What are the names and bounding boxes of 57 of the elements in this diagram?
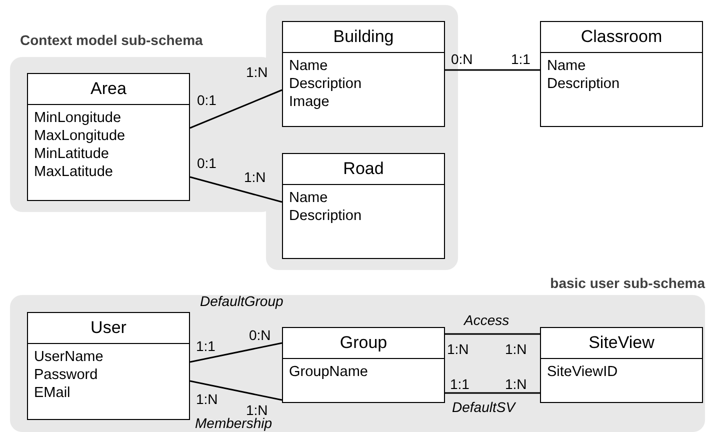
entity-name: Road [343,159,384,179]
entity-box [27,312,190,420]
cardinality-label: 0:N [249,327,271,343]
entity-name: Building [333,27,394,47]
attribute-name: SiteViewID [547,363,618,381]
cardinality-label: 1:N [505,341,527,357]
cardinality-label: 0:N [451,51,473,67]
attribute-name: Name [289,189,328,207]
relationship-label: Access [464,312,510,328]
entity-name: Area [90,79,126,99]
entity-box [282,21,445,127]
relationship-label: DefaultSV [452,399,516,415]
entity-box [27,73,190,201]
cardinality-label: 1:N [505,376,527,392]
cardinality-label: 1:N [246,402,268,418]
attribute-name: GroupName [289,363,368,381]
attribute-name: MaxLongitude [34,127,126,145]
attribute-name: UserName [34,348,104,366]
cardinality-label: 1:1 [196,338,216,354]
attribute-name: Name [547,57,586,75]
entity-name: Classroom [580,27,662,47]
schema-title: Context model sub-schema [20,32,203,48]
relationship-line [445,69,540,71]
attribute-name: Description [547,75,620,93]
schema-title: basic user sub-schema [550,275,705,291]
cardinality-label: 0:1 [197,92,216,108]
attribute-name: MinLongitude [34,109,122,127]
cardinality-label: 0:1 [197,155,216,171]
relationship-line [190,89,282,129]
entity-name: SiteView [588,333,654,353]
attribute-name: Image [289,93,330,111]
attribute-name: MinLatitude [34,145,109,163]
attribute-name: MaxLatitude [34,163,113,181]
relationship-line [445,333,540,335]
cardinality-label: 1:N [246,64,268,80]
attribute-name: Description [289,207,362,225]
entity-box [282,327,445,403]
attribute-name: Description [289,75,362,93]
cardinality-label: 1:1 [511,51,530,67]
cardinality-label: 1:1 [450,376,470,392]
relationship-line [190,176,282,203]
relationship-line [190,380,282,401]
entity-box [282,153,445,259]
cardinality-label: 1:N [447,341,469,357]
cardinality-label: 1:N [196,391,218,407]
attribute-name: Password [34,366,98,384]
relationship-line [190,342,282,363]
entity-box [540,327,703,403]
attribute-name: Name [289,57,328,75]
attribute-name: EMail [34,384,70,402]
relationship-label: DefaultGroup [200,293,284,309]
relationship-label: Membership [195,415,272,431]
entity-box [540,21,703,127]
entity-name: User [90,318,126,338]
relationship-line [445,392,540,394]
entity-name: Group [340,333,388,353]
cardinality-label: 1:N [244,169,266,185]
